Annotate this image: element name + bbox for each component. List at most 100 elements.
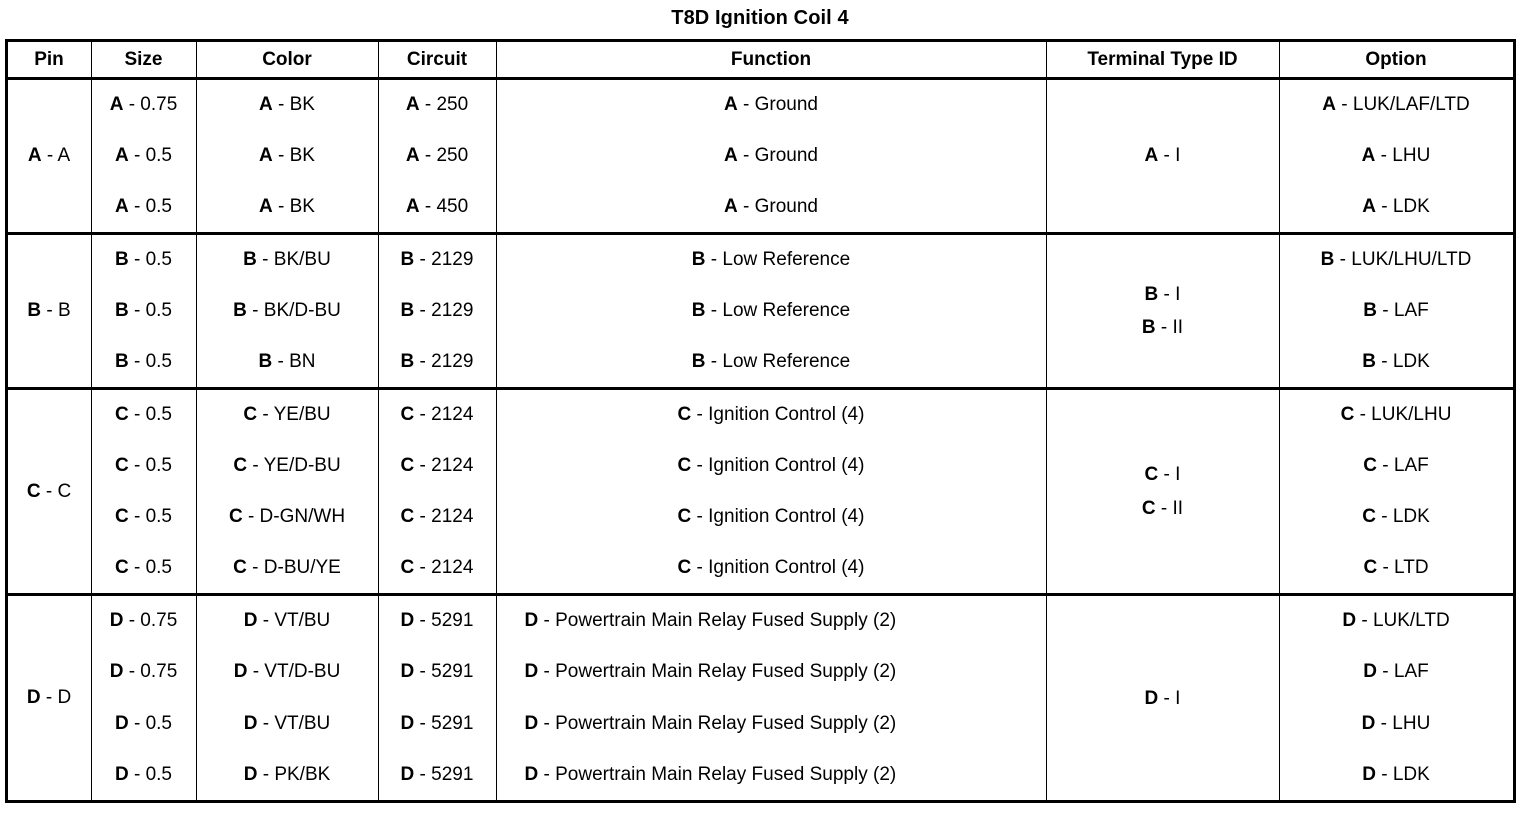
cell-value: - 0.5 — [128, 299, 173, 321]
cell-prefix: B — [400, 350, 415, 372]
table-header: Pin Size Color Circuit Function Terminal… — [5, 40, 1515, 80]
cell-prefix: D — [109, 661, 124, 683]
cell-value: - LUK/LHU — [1354, 403, 1452, 425]
size-cell: D - 0.75 — [90, 646, 197, 699]
option-cell: C - LAF — [1278, 439, 1515, 492]
cell-prefix: A — [259, 94, 273, 116]
circuit-cell: A - 250 — [377, 78, 497, 131]
page-title: T8D Ignition Coil 4 — [671, 7, 849, 29]
circuit-cell: D - 5291 — [377, 749, 497, 802]
cell-value: - 0.5 — [128, 763, 173, 785]
cell-prefix: C — [677, 454, 692, 476]
cell-prefix: C — [114, 454, 129, 476]
cell-prefix: D — [524, 661, 539, 683]
cell-value: - C — [40, 480, 72, 502]
cell-prefix: B — [114, 248, 129, 270]
cell-prefix: A — [724, 94, 738, 116]
cell-prefix: C — [400, 454, 415, 476]
cell-value: - I — [1158, 283, 1181, 305]
cell-value: - 0.5 — [128, 350, 173, 372]
cell-prefix: C — [114, 403, 129, 425]
cell-value: - BN — [272, 350, 316, 372]
cell-value: - YE/D-BU — [247, 454, 341, 476]
option-cell: D - LAF — [1278, 646, 1515, 699]
cell-prefix: D — [233, 661, 248, 683]
cell-prefix: A — [259, 195, 273, 217]
circuit-cell: B - 2129 — [377, 336, 497, 389]
cell-value: - Ground — [737, 144, 818, 166]
cell-prefix: B — [400, 299, 415, 321]
option-cell: B - LAF — [1278, 285, 1515, 337]
cell-value: - LAF — [1377, 299, 1429, 321]
cell-value: - 0.75 — [123, 94, 178, 116]
cell-value: - YE/BU — [257, 403, 331, 425]
cell-prefix: D — [1342, 610, 1357, 632]
cell-value: - 2129 — [414, 350, 474, 372]
size-cell: D - 0.75 — [90, 593, 197, 647]
cell-value: - PK/BK — [257, 763, 331, 785]
header-row: Pin Size Color Circuit Function Terminal… — [5, 40, 1515, 80]
cell-prefix: A — [114, 144, 129, 166]
cell-value: - D — [40, 687, 72, 709]
cell-prefix: D — [400, 610, 415, 632]
cell-value: - VT/D-BU — [247, 661, 341, 683]
cell-prefix: A — [1361, 144, 1376, 166]
cell-prefix: C — [1144, 464, 1159, 486]
cell-prefix: A — [405, 144, 420, 166]
cell-prefix: D — [524, 610, 539, 632]
cell-prefix: B — [1320, 248, 1335, 270]
cell-prefix: B — [114, 299, 129, 321]
cell-value: - Ignition Control (4) — [691, 557, 865, 579]
cell-prefix: D — [26, 687, 41, 709]
cell-value: - 2124 — [414, 557, 474, 579]
cell-value: - D-BU/YE — [246, 557, 341, 579]
pinout-table: Pin Size Color Circuit Function Terminal… — [4, 39, 1516, 803]
cell-prefix: A — [405, 195, 420, 217]
cell-value: - 0.5 — [128, 195, 173, 217]
cell-value: - Ground — [737, 195, 818, 217]
cell-prefix: D — [243, 610, 258, 632]
function-cell: D - Powertrain Main Relay Fused Supply (… — [495, 646, 1047, 699]
cell-prefix: D — [243, 763, 258, 785]
cell-value: - BK/D-BU — [246, 299, 341, 321]
pin-cell: A - A — [5, 78, 92, 234]
function-cell: C - Ignition Control (4) — [495, 439, 1047, 492]
function-cell: B - Low Reference — [495, 336, 1047, 389]
cell-prefix: C — [114, 506, 129, 528]
cell-value: - BK — [272, 195, 315, 217]
column-header-color: Color — [195, 40, 379, 80]
cell-value: - 5291 — [414, 610, 474, 632]
cell-value: - VT/BU — [257, 713, 331, 734]
cell-value: - 450 — [419, 195, 469, 217]
cell-prefix: C — [677, 557, 692, 579]
cell-value: - LHU — [1375, 144, 1431, 166]
color-cell: C - D-GN/WH — [195, 491, 379, 544]
terminal-type-cell: A - I — [1045, 78, 1280, 234]
terminal-type-entry: B - II — [1052, 311, 1274, 344]
size-cell: C - 0.5 — [90, 543, 197, 595]
cell-value: - Ignition Control (4) — [691, 403, 865, 425]
size-cell: A - 0.75 — [90, 78, 197, 131]
cell-value: - 2124 — [414, 454, 474, 476]
function-cell: A - Ground — [495, 130, 1047, 182]
cell-prefix: C — [26, 480, 41, 502]
cell-prefix: D — [1361, 713, 1376, 734]
pin-cell: C - C — [5, 386, 92, 595]
cell-value: - 250 — [419, 144, 469, 166]
cell-prefix: A — [405, 94, 420, 116]
terminal-type-cell: D - I — [1045, 593, 1280, 802]
circuit-cell: C - 2124 — [377, 543, 497, 595]
cell-value: - LHU — [1375, 713, 1431, 734]
cell-prefix: C — [1363, 454, 1377, 476]
cell-prefix: C — [1363, 557, 1378, 579]
cell-prefix: D — [243, 713, 258, 734]
cell-prefix: D — [1144, 687, 1159, 709]
option-cell: D - LUK/LTD — [1278, 593, 1515, 647]
